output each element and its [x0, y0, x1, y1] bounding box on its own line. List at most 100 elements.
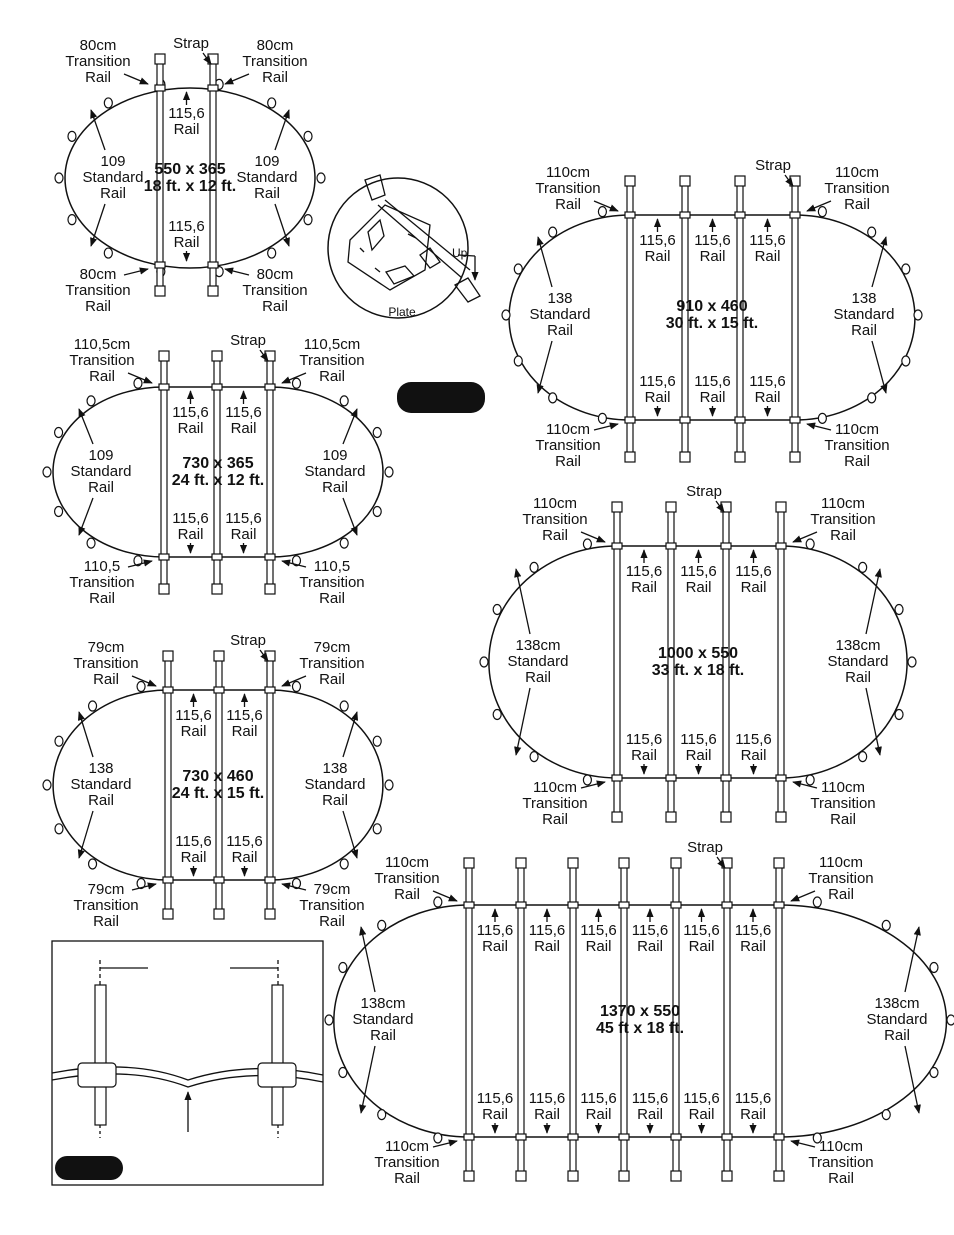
- strap-end-cap: [679, 451, 691, 463]
- upright-stub: [87, 858, 98, 870]
- transition-label: Transition: [299, 352, 364, 369]
- upright-stub: [881, 919, 891, 931]
- strap-end-cap: [463, 857, 475, 869]
- upright-stub: [881, 1109, 891, 1121]
- upright-stub: [901, 263, 911, 275]
- strap-end-cap: [665, 811, 677, 823]
- transition-rail-size: 110cm: [546, 164, 590, 181]
- strap-plate: [567, 1133, 579, 1141]
- rail-length-label: 115,6: [225, 510, 261, 527]
- upright-stub: [929, 1066, 939, 1079]
- upright-stub: [384, 466, 394, 478]
- rail-label: Rail: [534, 938, 560, 955]
- pointer-arrow: [580, 531, 606, 543]
- pointer-arrow: [77, 810, 94, 859]
- transition-label: Transition: [299, 897, 364, 914]
- pointer-arrow: [790, 890, 816, 902]
- up-label: Up: [452, 246, 468, 260]
- upright-stub: [858, 561, 868, 573]
- transition-label: Transition: [69, 352, 134, 369]
- rail-length-label: 115,6: [225, 404, 261, 421]
- pool-size-metric: 1370 x 550: [600, 1003, 680, 1020]
- pointer-arrow: [281, 372, 307, 384]
- rail-label: Rail: [645, 248, 671, 265]
- pointer-arrow: [514, 568, 531, 635]
- strap-end-cap: [162, 650, 174, 662]
- pointer-arrow: [78, 408, 94, 445]
- strap-plate: [162, 686, 174, 694]
- transition-rail-size: 110cm: [821, 779, 865, 796]
- upright-stub: [812, 1132, 822, 1144]
- upright-stub: [67, 214, 77, 226]
- transition-rail-size: 110,5cm: [74, 336, 130, 353]
- rail-label: Rail: [689, 938, 715, 955]
- upright-stub: [501, 309, 511, 321]
- strap-beam: [266, 654, 274, 916]
- strap-end-cap: [624, 175, 636, 187]
- rail-label: Rail: [586, 1106, 612, 1123]
- strap-plate: [789, 211, 801, 219]
- rail-detail-post-left: [94, 984, 107, 1126]
- strap-plate: [463, 1133, 475, 1141]
- standard-rail-size: 138cm: [360, 995, 405, 1012]
- rail-length-label: 115,6: [694, 373, 730, 390]
- transition-label: Transition: [65, 282, 130, 299]
- transition-rail-size: 110cm: [546, 421, 590, 438]
- strap-label: Strap: [173, 35, 209, 52]
- strap-plate: [773, 901, 785, 909]
- rail-label: Rail: [394, 886, 420, 903]
- strap-end-cap: [665, 501, 677, 513]
- rail-label: Rail: [755, 389, 781, 406]
- upright-stub: [372, 426, 382, 439]
- upright-stub: [338, 961, 348, 974]
- pool-1370x550: 115,6Rail115,6Rail115,6Rail115,6Rail115,…: [324, 839, 954, 1187]
- strap-end-cap: [158, 583, 170, 595]
- rail-label: Rail: [755, 248, 781, 265]
- upright-stub: [582, 538, 593, 550]
- pointer-arrow: [871, 340, 888, 394]
- rail-label: Rail: [232, 849, 258, 866]
- rail-label: Rail: [830, 811, 856, 828]
- strap-plate: [211, 383, 223, 391]
- pool-size-metric: 730 x 365: [182, 455, 253, 472]
- strap-beam: [791, 179, 799, 459]
- pointer-arrow: [536, 340, 553, 394]
- plate-detail-circle: [327, 177, 469, 319]
- pointer-arrow: [871, 236, 888, 288]
- rail-label: Rail: [370, 1027, 396, 1044]
- standard-label: Standard: [305, 463, 366, 480]
- transition-rail-size: 110cm: [819, 1138, 863, 1155]
- upright-stub: [339, 700, 349, 712]
- pointer-arrow: [580, 780, 606, 789]
- strap-plate: [734, 211, 746, 219]
- strap-plate: [207, 261, 219, 269]
- pointer-arrow: [127, 372, 153, 384]
- rail-label: Rail: [555, 453, 581, 470]
- upright-stub: [339, 395, 349, 407]
- pool-size-metric: 730 x 460: [182, 768, 253, 785]
- rail-label: Rail: [637, 1106, 663, 1123]
- strap-beam: [613, 505, 621, 819]
- rail-label: Rail: [741, 579, 767, 596]
- pointer-arrow: [432, 890, 458, 902]
- transition-rail-size: 110cm: [533, 779, 577, 796]
- strap-plate: [207, 84, 219, 92]
- strap-plate: [775, 542, 787, 550]
- strap-beam: [626, 179, 634, 459]
- upright-stub: [377, 1109, 387, 1121]
- rail-length-label: 115,6: [529, 1090, 565, 1107]
- upright-stub: [54, 823, 64, 835]
- strap-end-cap: [679, 175, 691, 187]
- rail-label: Rail: [828, 1170, 854, 1187]
- strap-label: Strap: [230, 332, 266, 349]
- pointer-arrow: [131, 675, 157, 687]
- transition-rail-size: 80cm: [80, 266, 117, 283]
- strap-plate: [720, 774, 732, 782]
- strap-plate: [670, 1133, 682, 1141]
- rail-length-label: 115,6: [580, 922, 616, 939]
- rail-label: Rail: [631, 579, 657, 596]
- rail-label: Rail: [174, 234, 200, 251]
- standard-rail-size: 138cm: [835, 637, 880, 654]
- rail-length-label: 115,6: [226, 707, 262, 724]
- rail-length-label: 115,6: [735, 563, 771, 580]
